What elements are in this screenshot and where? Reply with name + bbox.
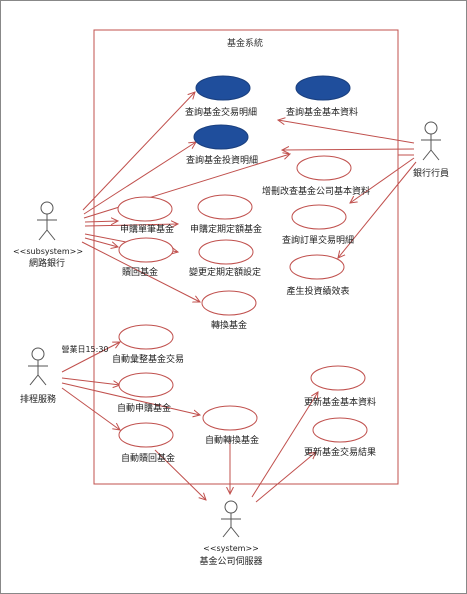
use-case-query-orders — [291, 204, 347, 230]
use-case-switch-fund — [201, 290, 257, 316]
use-case-auto-subscribe — [118, 372, 174, 398]
label-subscribe-regular: 申購定期定額基金 — [190, 223, 262, 235]
note-cutoff: 營業日15:30 — [61, 344, 108, 354]
label-change-regular: 變更定期定額設定 — [189, 266, 261, 278]
label-auto-subscribe: 自動申購基金 — [117, 402, 171, 414]
label-switch-fund: 轉換基金 — [211, 319, 247, 331]
actor-fund-server-stereotype: <<system>> — [203, 544, 259, 553]
label-update-basic-info: 更新基金基本資料 — [304, 396, 376, 408]
use-case-subscribe-single — [117, 196, 173, 222]
actor-bank-staff-name: 銀行行員 — [413, 167, 449, 179]
associations — [61, 92, 417, 503]
label-redeem: 贖回基金 — [122, 266, 158, 278]
actor-online-bank-name: 網路銀行 — [29, 257, 65, 269]
use-case-auto-switch — [202, 405, 258, 431]
use-case-query-transactions — [195, 75, 251, 101]
use-case-update-results — [312, 417, 368, 443]
actor-online-bank-icon — [37, 201, 57, 241]
label-query-investments: 查詢基金投資明細 — [186, 154, 258, 166]
label-subscribe-single: 申購單筆基金 — [120, 223, 174, 235]
use-case-auto-reconcile — [118, 324, 174, 350]
label-query-orders: 查詢訂單交易明細 — [282, 234, 354, 246]
label-maintain-company-info: 增刪改查基金公司基本資料 — [262, 185, 370, 197]
use-case-query-basic-info — [295, 75, 351, 101]
use-case-query-investments — [193, 124, 249, 150]
actor-fund-server-icon — [221, 500, 241, 538]
use-case-auto-redeem — [118, 422, 174, 448]
label-auto-redeem: 自動贖回基金 — [121, 452, 175, 464]
use-case-update-basic-info — [310, 365, 366, 391]
label-query-basic-info: 查詢基金基本資料 — [286, 106, 358, 118]
use-case-maintain-company-info — [296, 155, 352, 181]
label-report-performance: 產生投資績效表 — [286, 285, 349, 297]
use-case-redeem — [118, 237, 174, 263]
label-update-results: 更新基金交易結果 — [304, 446, 376, 458]
actor-scheduler-icon — [28, 347, 48, 386]
system-boundary — [93, 29, 399, 485]
actor-online-bank-stereotype: <<subsystem>> — [13, 247, 83, 256]
use-case-report-performance — [289, 254, 345, 280]
label-query-transactions: 查詢基金交易明細 — [185, 106, 257, 118]
actor-scheduler-name: 排程服務 — [20, 393, 56, 405]
actor-fund-server-name: 基金公司伺服器 — [199, 555, 262, 567]
actor-bank-staff-icon — [421, 121, 441, 161]
use-case-subscribe-regular — [197, 194, 253, 220]
label-auto-reconcile: 自動彙整基金交易 — [112, 353, 184, 365]
label-auto-switch: 自動轉換基金 — [205, 434, 259, 446]
use-case-change-regular — [198, 239, 254, 265]
system-title: 基金系統 — [227, 37, 263, 49]
